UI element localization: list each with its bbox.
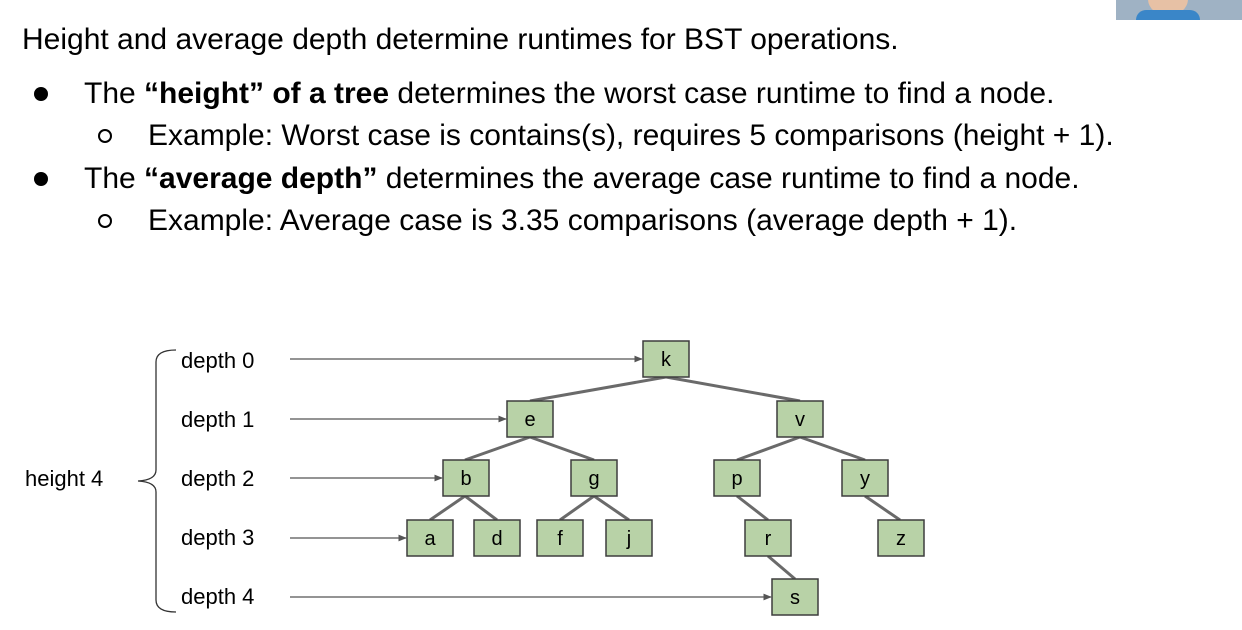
depth-4-label: depth 4 [181,584,254,609]
node-y: y [841,459,889,497]
bullet-dot-icon [34,87,48,101]
slide-title: Height and average depth determine runti… [22,23,899,56]
bullet-height: The “height” of a tree determines the wo… [84,76,1054,112]
edge-v-y [799,435,866,462]
presenter-shirt [1136,10,1200,20]
node-a: a [406,519,454,557]
depth-1-label: depth 1 [181,407,254,432]
edge-p-r [736,494,769,522]
node-j-label: j [626,528,631,550]
depth-3-label: depth 3 [181,525,254,550]
bullet-height-pre: The [84,77,145,110]
edge-g-f [559,494,595,522]
webcam-thumbnail [1116,0,1242,20]
edge-k-v [665,375,801,403]
node-e: e [506,400,554,438]
node-d: d [473,519,521,557]
node-d-label: d [491,528,502,550]
node-v: v [776,400,824,438]
node-f: f [536,519,584,557]
edge-b-d [464,494,498,522]
bullet-avg-pre: The [84,162,145,195]
node-s: s [771,578,819,616]
node-k-label: k [661,349,672,371]
node-y-label: y [860,468,870,490]
edge-e-g [529,435,595,462]
edge-v-p [736,435,801,462]
edge-k-e [529,375,667,403]
node-p: p [713,459,761,497]
edge-y-z [864,494,901,522]
bullet-avg-bold: “average depth” [144,162,378,195]
edge-g-j [593,494,630,522]
node-f-label: f [557,528,563,550]
edge-b-a [429,494,466,522]
bullet-average-depth: The “average depth” determines the avera… [84,161,1080,197]
sub-bullet-ring-icon [98,214,112,228]
edge-e-b [464,435,531,462]
edge-r-s [767,554,796,581]
sub-bullet-ring-icon [98,129,112,143]
node-b: b [442,459,490,497]
bullet-height-post: determines the worst case runtime to fin… [389,77,1055,110]
node-v-label: v [795,409,805,431]
node-k: k [642,340,690,378]
depth-2-label: depth 2 [181,466,254,491]
node-s-label: s [790,587,800,609]
height-label: height 4 [25,466,103,491]
sub-bullet-average-case: Example: Average case is 3.35 comparison… [148,204,1018,237]
node-r: r [744,519,792,557]
bullet-dot-icon [34,172,48,186]
node-p-label: p [731,468,742,490]
node-a-label: a [424,528,436,550]
node-b-label: b [460,468,471,490]
node-z-label: z [896,528,906,550]
node-r-label: r [765,528,772,550]
sub-bullet-worst-case: Example: Worst case is contains(s), requ… [148,119,1114,152]
node-z: z [877,519,925,557]
node-g: g [570,459,618,497]
height-brace [137,349,177,613]
node-g-label: g [588,468,599,490]
node-j: j [605,519,653,557]
depth-0-label: depth 0 [181,348,254,373]
bullet-height-bold: “height” of a tree [144,77,390,110]
node-e-label: e [524,409,535,431]
bullet-avg-post: determines the average case runtime to f… [377,162,1080,195]
